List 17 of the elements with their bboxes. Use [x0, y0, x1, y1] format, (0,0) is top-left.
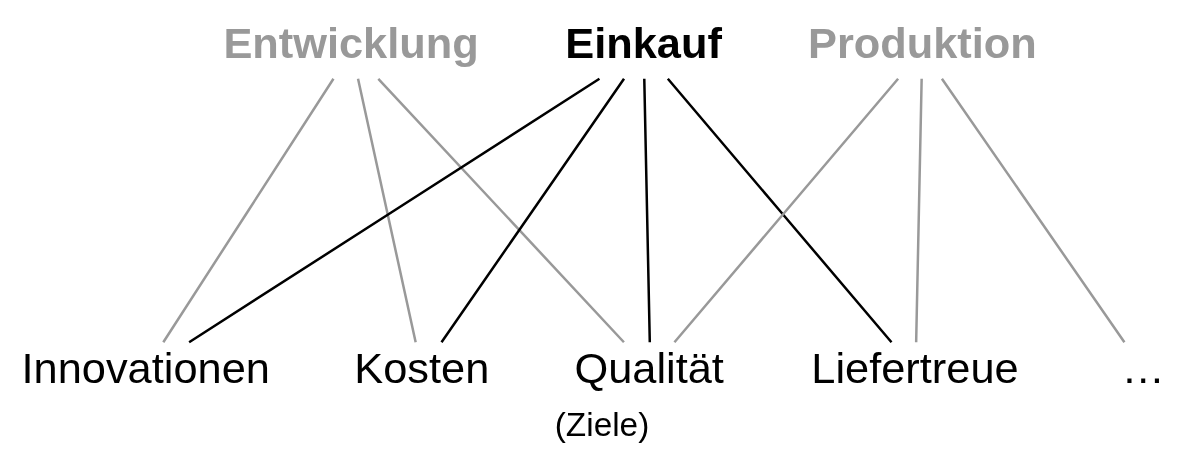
node-text: Entwicklung	[223, 18, 479, 67]
node-text: …	[1121, 343, 1165, 392]
caption: (Ziele)	[554, 405, 650, 443]
node-text: Kosten	[354, 343, 490, 392]
connector	[356, 78, 417, 343]
node-text: Qualität	[574, 343, 724, 392]
connector	[440, 78, 626, 343]
node-text: Innovationen	[21, 343, 270, 392]
connector	[643, 78, 652, 343]
connector	[162, 78, 335, 343]
node-text: Produktion	[807, 18, 1037, 67]
connector	[377, 77, 625, 344]
connector	[914, 78, 923, 343]
node-text: Einkauf	[565, 18, 722, 67]
connector	[940, 78, 1126, 343]
node-text: Liefertreue	[811, 343, 1019, 392]
connector	[188, 77, 601, 344]
